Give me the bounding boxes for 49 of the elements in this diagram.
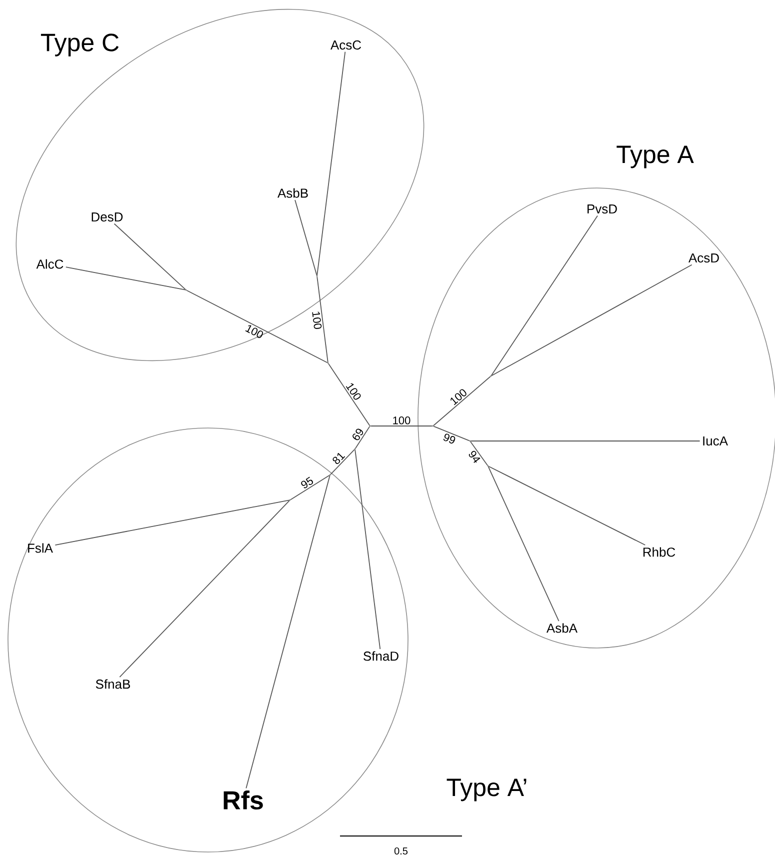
bootstrap-value: 100 <box>346 383 361 400</box>
taxon-label: SfnaB <box>96 679 130 689</box>
tree-branch <box>354 426 370 449</box>
clade-label: Type C <box>40 34 119 56</box>
tree-branch <box>294 200 318 276</box>
tree-branch <box>65 266 186 290</box>
bootstrap-value: 100 <box>450 389 466 406</box>
bootstrap-value: 100 <box>393 416 410 424</box>
clade-label: Type A’ <box>446 778 526 802</box>
taxon-label: SfnaD <box>364 651 398 661</box>
tree-branch <box>470 441 488 466</box>
taxon-label: IucA <box>703 436 728 446</box>
taxon-label: AsbB <box>278 188 308 198</box>
tree-branch <box>316 51 346 276</box>
tree-branch <box>491 264 692 376</box>
tree-branch <box>354 449 381 650</box>
bootstrap-value: 100 <box>245 325 263 338</box>
scale-label: 0.5 <box>394 847 408 855</box>
tree-branch <box>114 223 186 290</box>
bootstrap-value: 100 <box>312 312 322 329</box>
taxon-label: PvsD <box>588 204 617 214</box>
tree-branch <box>488 466 560 622</box>
clade-label: Type A <box>616 146 694 168</box>
tree-branch <box>316 276 328 363</box>
tree-branch <box>330 449 355 475</box>
tree-branch <box>491 215 598 376</box>
bootstrap-value: 81 <box>332 452 346 464</box>
tree-branch <box>54 500 290 546</box>
taxon-label: DesD <box>92 212 123 222</box>
taxon-label: AcsC <box>330 40 362 50</box>
tree-branch <box>328 363 370 426</box>
tree-branch <box>290 474 330 500</box>
tree-branch <box>186 290 328 364</box>
tree-branch <box>470 440 700 442</box>
taxon-label: AlcC <box>36 259 64 269</box>
tree-branch <box>433 376 491 426</box>
taxon-label: AcsD <box>688 253 719 263</box>
tree-branch <box>246 475 330 789</box>
bootstrap-value: 69 <box>352 428 364 440</box>
bootstrap-value: 95 <box>301 476 313 488</box>
tree-branch <box>488 466 646 546</box>
taxon-label: AsbA <box>546 623 578 633</box>
tree-branch <box>433 426 470 442</box>
taxon-label: FslA <box>28 543 53 553</box>
taxon-label: Rfs <box>224 790 263 810</box>
tree-branch <box>119 500 290 678</box>
taxon-label: RhbC <box>643 547 676 557</box>
bootstrap-value: 94 <box>468 450 480 463</box>
bootstrap-value: 99 <box>443 434 456 444</box>
